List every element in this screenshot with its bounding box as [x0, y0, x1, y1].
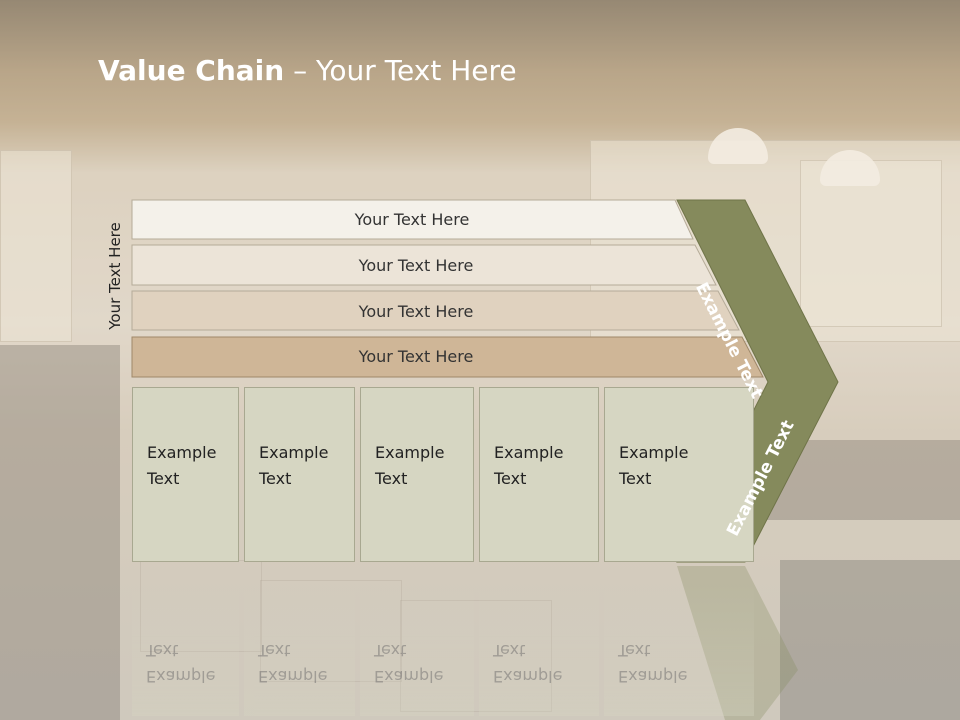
row-shape-1: [131, 199, 694, 240]
background-floor-tile: [260, 580, 402, 682]
background-cabinet: [0, 150, 72, 342]
activity-box-3-reflection: Example Text: [360, 566, 474, 716]
activity-box-3: Example Text: [360, 387, 474, 562]
row-2-label: Your Text Here: [358, 255, 474, 275]
activity-box-2-label: Example Text: [259, 443, 329, 488]
activity-box-4: Example Text: [479, 387, 599, 562]
activity-box-1: Example Text: [132, 387, 239, 562]
activity-box-4-reflection-label: Example Text: [493, 641, 563, 686]
row-4: Your Text Here: [132, 337, 700, 375]
activity-box-2-reflection: Example Text: [244, 566, 355, 716]
row-shape-3: [131, 290, 740, 331]
background-counter: [0, 345, 120, 720]
activity-box-1-reflection: Example Text: [132, 566, 239, 716]
title-rest: – Your Text Here: [284, 54, 517, 87]
row-1-label: Your Text Here: [354, 209, 470, 229]
activity-box-3-reflection-label: Example Text: [374, 641, 444, 686]
background-floor-tile: [400, 600, 552, 712]
background-island: [780, 560, 960, 720]
activity-box-3-label: Example Text: [375, 443, 445, 488]
activity-box-2: Example Text: [244, 387, 355, 562]
activity-box-1-label: Example Text: [147, 443, 217, 488]
chevron-shape: [676, 199, 839, 563]
row-shape-2: [131, 244, 717, 286]
background-cabinet: [800, 160, 942, 327]
chevron-reflection: [677, 566, 798, 720]
activity-box-5: Example Text: [604, 387, 754, 562]
activity-box-2-reflection-label: Example Text: [258, 641, 328, 686]
slide-title: Value Chain – Your Text Here: [98, 54, 517, 87]
row-shape-4: [131, 336, 764, 378]
activity-box-4-reflection: Example Text: [479, 566, 599, 716]
activity-box-1-reflection-label: Example Text: [146, 641, 216, 686]
title-bold: Value Chain: [98, 54, 285, 87]
row-2: Your Text Here: [132, 246, 700, 284]
row-3-label: Your Text Here: [358, 301, 474, 321]
row-1: Your Text Here: [132, 200, 692, 238]
activity-box-5-label: Example Text: [619, 443, 689, 488]
activity-box-4-label: Example Text: [494, 443, 564, 488]
activity-box-5-reflection: Example Text: [604, 566, 754, 716]
row-3: Your Text Here: [132, 292, 700, 330]
activity-box-5-reflection-label: Example Text: [618, 641, 688, 686]
row-4-label: Your Text Here: [358, 346, 474, 366]
